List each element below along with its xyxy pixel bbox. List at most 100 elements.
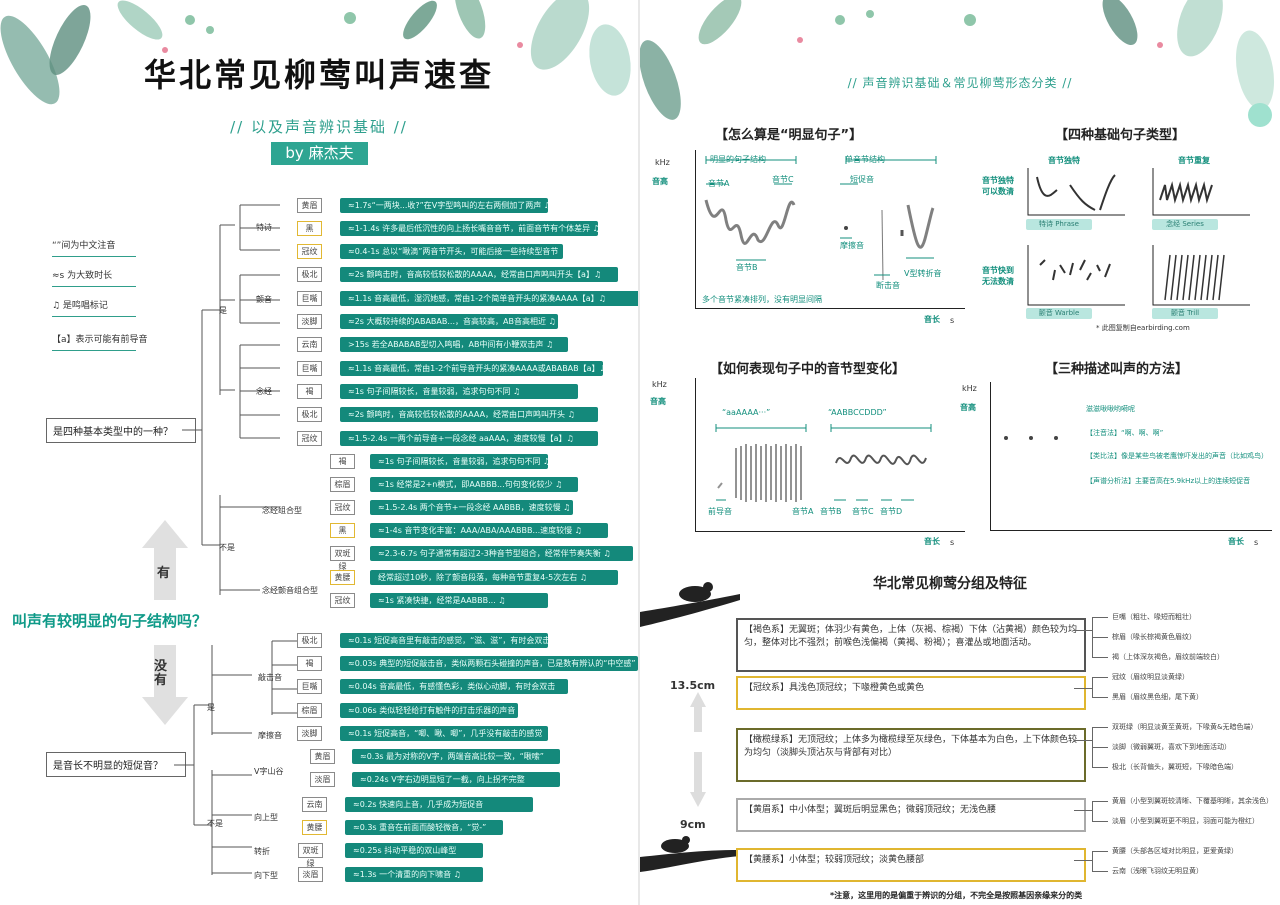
group-member: 黑眉（眉纹黑色细，尾下黄） [1112, 693, 1203, 701]
group-box: 【橄榄绿系】无顶冠纹；上体多为橄榄绿至灰绿色，下体基本为白色，上下体颜色较为均匀… [736, 728, 1086, 782]
call-description: ≈2.3-6.7s 句子通常有超过2-3种音节型组合，经常伴节奏失衡 ♫ [370, 546, 633, 561]
x-axis [990, 530, 1272, 531]
type-pill: 颤音 Warble [1026, 308, 1092, 319]
bird-name-box: 冠纹 [330, 500, 355, 515]
axis-unit-label: kHz [962, 384, 977, 393]
connector-line [1074, 810, 1092, 811]
bird-name-box: 黄腰 [302, 820, 327, 835]
connector-line [1092, 677, 1108, 678]
annotation-label: 断击音 [876, 281, 900, 290]
leaf-decoration-left [0, 0, 631, 105]
connector-line [1092, 767, 1108, 768]
x-axis-label: 音长 [924, 537, 940, 546]
annotation-label: 音节A [708, 179, 730, 188]
annotation-label: 音节B [736, 263, 758, 272]
connector-line [1092, 801, 1093, 821]
bird-name-box: 黄眉 [310, 749, 335, 764]
main-question: 叫声有较明显的句子结构吗？ [12, 612, 208, 630]
category-label: 颤音 [256, 295, 272, 304]
section-title: 【如何表现句子中的音节型变化】 [710, 362, 906, 377]
group-member: 黄眉（小型到翼斑较清晰、下覆基明晰，其余浅色） [1112, 797, 1273, 805]
bird-name-box: 淡脚 [297, 726, 322, 741]
spectrogram-variation [715, 424, 932, 502]
legend-divider [52, 316, 136, 317]
tree-connectors-lower [174, 640, 297, 875]
bird-branch-illustration [640, 582, 740, 872]
call-description: ≈0.1s 短促高音，“唧、啾、唧”，几乎没有敲击的感觉 [340, 726, 548, 741]
annotation-label: 前导音 [708, 507, 732, 516]
bird-name-box: 褐 [297, 656, 322, 671]
bird-name-box: 淡脚 [297, 314, 322, 329]
call-description: ≈0.04s 音高最低，有感懂色彩，类似心动脚，有时会双击 [340, 679, 568, 694]
call-description: ≈0.4-1s 总以“啾滴”两音节开头，可能后接一些持续型音节 [340, 244, 563, 259]
bird-name-box: 淡眉 [310, 772, 335, 787]
connector-line [1092, 801, 1108, 802]
page-title: 华北常见柳莺叫声速查 [143, 56, 494, 94]
bird-name-box: 棕眉 [330, 477, 355, 492]
section-title: 【三种描述叫声的方法】 [1045, 362, 1189, 377]
call-description: ≈1s 句子间隔较长，音量较弱，追求句句不同 ♫ [370, 454, 548, 469]
annotation-label: 音节A [792, 507, 814, 516]
tree-connectors-upper [182, 204, 280, 595]
call-description: 经常超过10秒，除了颤音段落，每种音节重复4-5次左右 ♫ [370, 570, 618, 585]
call-description: ≈2s 颤鸣击时，音高较低较松散的AAAA，经常由口声鸣叫开头【a】♫ [340, 267, 618, 282]
annotation-label: “aaAAAA···” [722, 408, 771, 417]
page-subtitle: // 以及声音辨识基础 // [230, 118, 408, 136]
type-pill: 念经 Series [1152, 219, 1218, 230]
category-label: 念经组合型 [262, 506, 302, 515]
axis-unit-label: kHz [655, 158, 670, 167]
up-down-arrow-icon [142, 520, 188, 725]
leaf-decoration-right [640, 0, 1275, 127]
y-axis-label: 音高 [960, 403, 976, 412]
group-box: 【黄眉系】中小体型；翼斑后明显黑色；微弱顶冠纹；无浅色腰 [736, 798, 1086, 832]
bird-name-box: 冠纹 [330, 593, 355, 608]
bird-name-box: 双斑绿 [298, 843, 323, 868]
annotation-label: 音节C [772, 175, 794, 184]
bird-name-box: 双斑绿 [330, 546, 355, 571]
size-top-label: 13.5cm [670, 679, 716, 692]
connector-line [1074, 688, 1092, 689]
legend-item: ♫ 是鸣唱标记 [52, 301, 108, 311]
x-axis-unit: s [950, 316, 955, 325]
annotation-label: 摩擦音 [840, 241, 864, 250]
sentence-type-grid [1027, 168, 1250, 306]
call-description: ≈1-1.4s 许多最后低沉性的向上扬长嘴音音节，前面音节有个体差异 ♫ [340, 221, 598, 236]
call-description: ≈2s 颤鸣时，音高较低较松散的AAAA，经常由口声鸣叫开头 ♫ [340, 407, 598, 422]
bird-name-box: 云南 [297, 337, 322, 352]
call-description: ≈0.25s 抖动平稳的双山峰型 [345, 843, 483, 858]
bird-name-box: 黑 [297, 221, 322, 236]
branch-no-label: 不是 [207, 819, 223, 828]
x-axis-label: 音长 [924, 315, 940, 324]
spectrogram-sentence [704, 156, 937, 281]
call-description: ≈0.2s 快速向上音，几乎成为短促音 [345, 797, 533, 812]
annotation-label: “AABBCCDDD” [828, 408, 887, 417]
group-box: 【黄腰系】小体型；较弱顶冠纹；淡黄色腰部 [736, 848, 1086, 882]
section-title: 【怎么算是“明显句子”】 [715, 128, 863, 143]
row-label: 音节独特 可以数清 [982, 176, 1014, 196]
category-label: 向上型 [254, 813, 278, 822]
call-description: ≈0.03s 典型的短促敲击音，类似两颗石头碰撞的声音，已是数有辨认的“中空感” [340, 656, 638, 671]
bird-name-box: 棕眉 [297, 703, 322, 718]
bird-name-box: 极北 [297, 267, 322, 282]
bird-name-box: 褐 [297, 384, 322, 399]
call-description: ≈0.06s 类似轻轻给打有触件的打击乐器的声音 [340, 703, 518, 718]
connector-line [1074, 630, 1092, 631]
group-member: 淡眉（小型到翼斑更不明显，羽面可能为橙红） [1112, 817, 1259, 825]
connector-line [1092, 697, 1108, 698]
connector-line [1092, 617, 1093, 657]
group-box: 【褐色系】无翼斑；体羽少有黄色，上体（灰褐、棕褐）下体（沾黄褐）颜色较为均匀，整… [736, 618, 1086, 672]
call-description: ≈0.24s V字右边明显短了一截，向上拐不完整 [352, 772, 560, 787]
group-member: 云南（浅眼飞羽纹无明显黄） [1112, 867, 1203, 875]
question-short-sound: 是音长不明显的短促音？ [46, 752, 186, 777]
row-label: 音节快到 无法数清 [982, 266, 1014, 286]
category-label: 转折 [254, 847, 270, 856]
annotation-label: 音节C [852, 507, 874, 516]
call-description: ≈1.7s“一两块...收?”在V字型鸣叫的左右两侧加了两声 ♫ [340, 198, 548, 213]
annotation-note: 多个音节紧凑排列，没有明显间隔 [702, 295, 822, 304]
y-axis [695, 150, 696, 308]
category-label: V字山谷 [254, 767, 284, 776]
legend-divider [52, 256, 136, 257]
y-axis-label: 音高 [650, 397, 666, 406]
method-line: 【注音法】“啊、啊、啊” [1086, 429, 1164, 437]
group-member: 冠纹（眉纹明显淡黄绿） [1112, 673, 1189, 681]
